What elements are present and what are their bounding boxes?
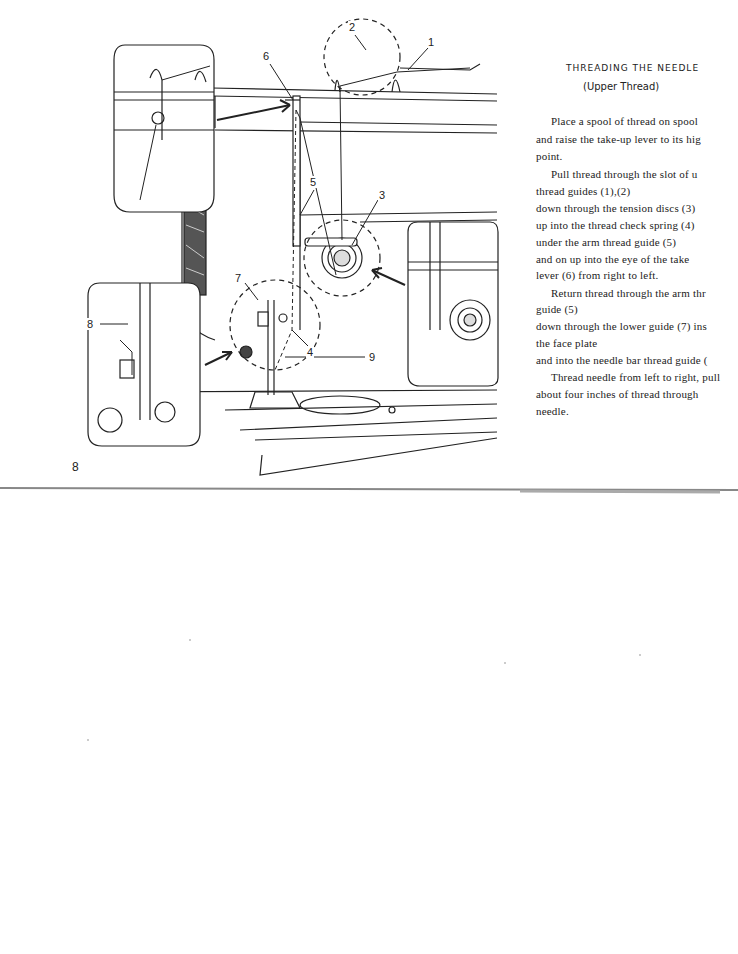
subtitle: (Upper Thread) (583, 81, 659, 93)
instruction-line: and raise the take-up lever to its hig (536, 133, 701, 146)
callout-number: 1 (427, 36, 435, 48)
instruction-line: down through the lower guide (7) ins (536, 320, 707, 333)
callout-number: 6 (262, 50, 270, 62)
page-title: THREADING THE NEEDLE (566, 62, 699, 74)
callout-number: 3 (378, 189, 386, 201)
callout-number: 5 (309, 176, 317, 188)
instruction-line: Thread needle from left to right, pull (551, 371, 720, 384)
instruction-line: Return thread through the arm thr (551, 287, 706, 300)
page-number: 8 (72, 460, 79, 474)
instruction-line: the face plate (536, 337, 597, 350)
instruction-line: guide (5) (536, 303, 578, 316)
instruction-line: about four inches of thread through (536, 388, 698, 401)
instruction-line: Place a spool of thread on spool (551, 115, 698, 128)
instruction-line: thread guides (1),(2) (536, 185, 630, 198)
instruction-line: needle. (536, 405, 569, 418)
callout-number: 9 (368, 351, 376, 363)
callout-number: 2 (348, 21, 356, 33)
instruction-line: and on up into the eye of the take (536, 253, 689, 266)
instruction-line: lever (6) from right to left. (536, 269, 658, 282)
callout-number: 4 (306, 346, 314, 358)
instruction-line: up into the thread check spring (4) (536, 219, 695, 232)
instruction-line: under the arm thread guide (5) (536, 236, 676, 249)
instruction-line: and into the needle bar thread guide ( (536, 354, 708, 367)
instruction-line: point. (536, 150, 563, 163)
callout-number: 7 (234, 272, 242, 284)
instruction-line: Pull thread through the slot of u (551, 168, 698, 181)
callout-number: 8 (86, 318, 94, 330)
instruction-line: down through the tension discs (3) (536, 202, 695, 215)
